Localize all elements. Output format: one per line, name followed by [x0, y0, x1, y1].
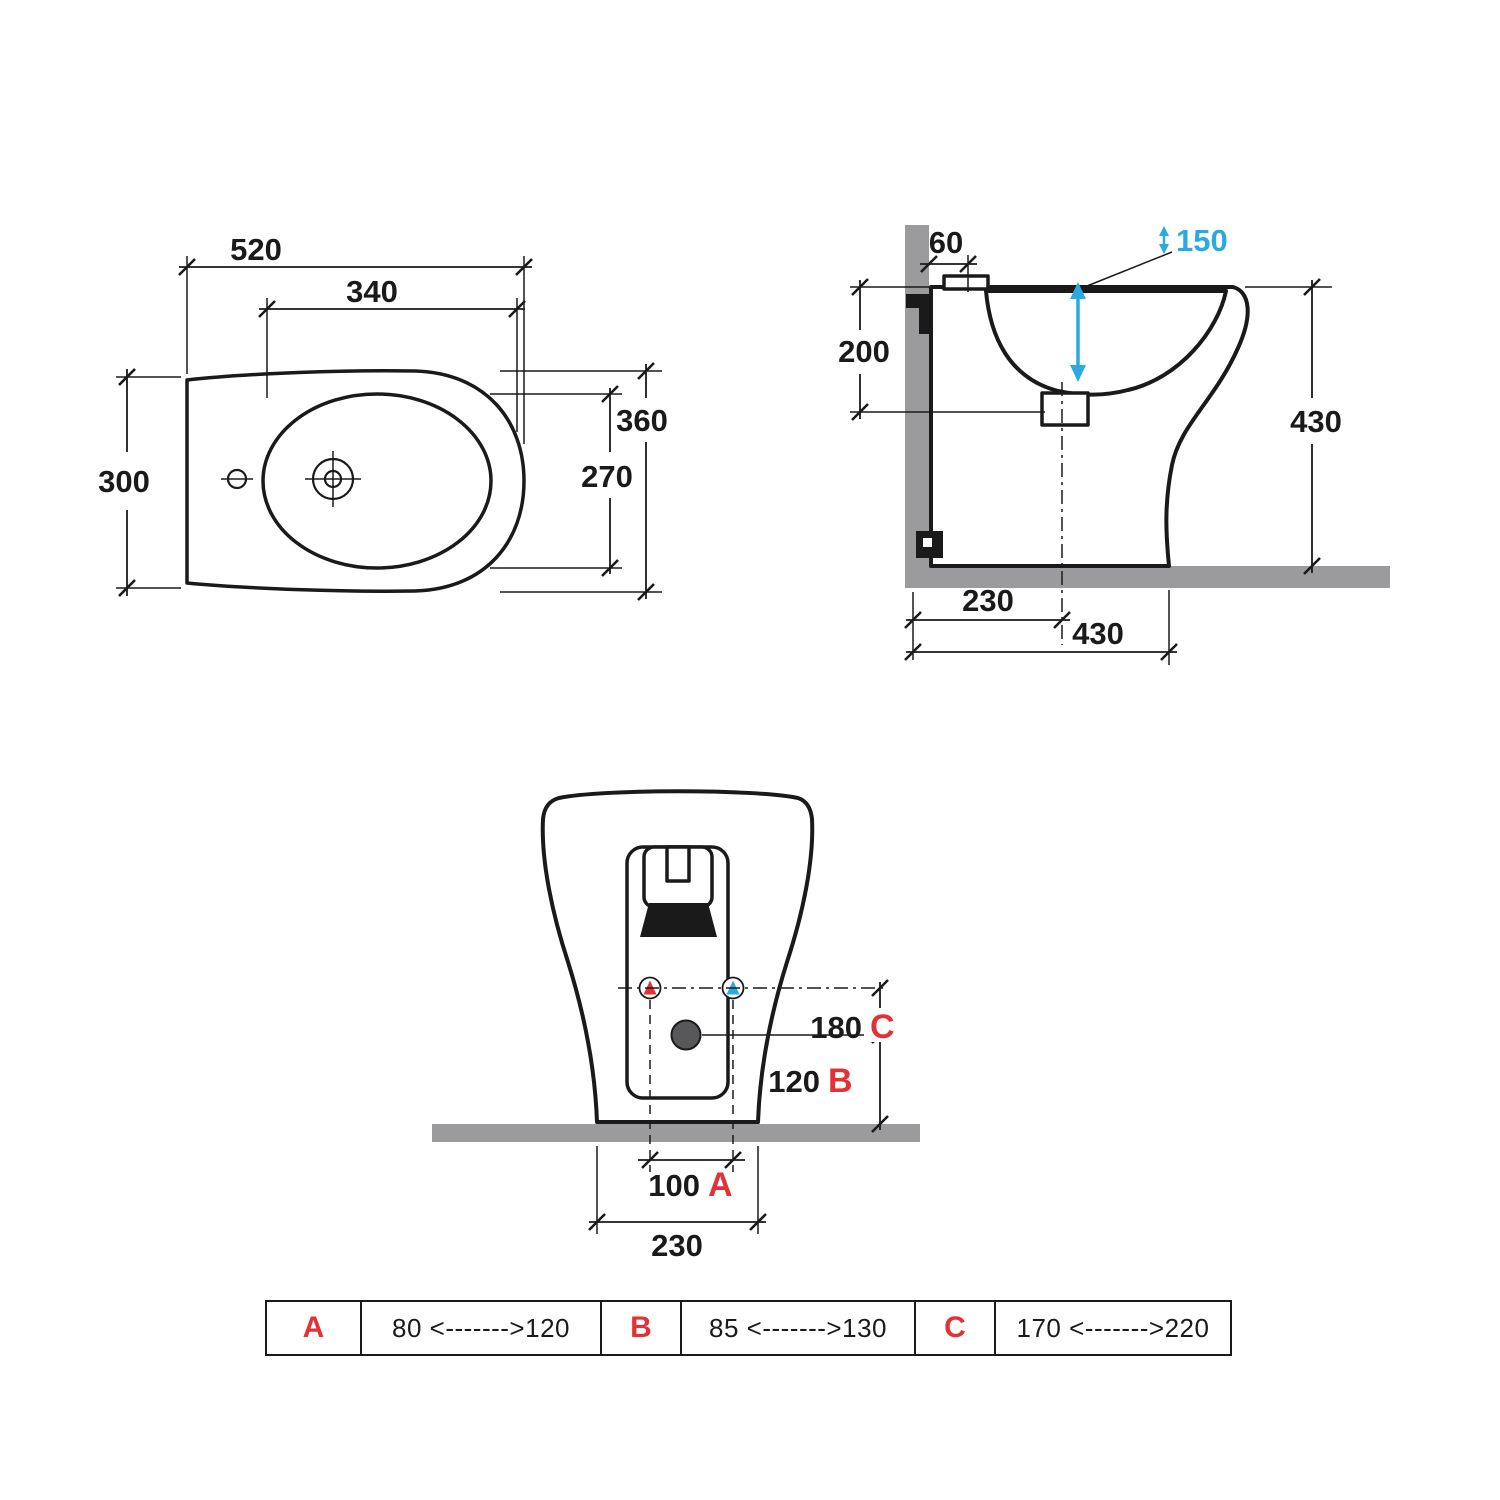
floor-front: [432, 1124, 920, 1142]
side-hole: [221, 468, 253, 490]
plan-dim-360: 360: [616, 403, 668, 438]
dim-100: 100 A: [638, 1151, 745, 1204]
side-dim-230: 230: [962, 583, 1014, 618]
table-key-a: A: [302, 1311, 325, 1344]
waste-outlet: [1040, 391, 1090, 427]
dim-230-waste: 230: [904, 583, 1071, 660]
wall-bracket: [906, 294, 930, 334]
front-dim-180: 180: [810, 1010, 862, 1045]
table-key-c: C: [914, 1302, 994, 1354]
plan-dim-300: 300: [98, 464, 150, 499]
table-range-c: 170 <------->220: [994, 1302, 1230, 1354]
front-bowl-lip: [640, 903, 717, 937]
dim-150-water-level: 150: [1070, 223, 1228, 382]
dim-200: 200: [838, 278, 1045, 421]
front-key-b: B: [828, 1062, 853, 1100]
front-tap-slot: [665, 845, 691, 883]
side-dim-150: 150: [1176, 223, 1228, 258]
bidet-bowl-rim: [261, 392, 493, 570]
floor-side: [905, 566, 1390, 588]
dim-270: 270: [490, 385, 633, 577]
bidet-bowl-section: [984, 289, 1228, 397]
table-range-a: 80 <------->120: [360, 1302, 600, 1354]
spec-table: A 80 <------->120 B 85 <------->130 C 17…: [265, 1300, 1232, 1356]
side-dim-60: 60: [929, 225, 963, 260]
front-key-a: A: [708, 1166, 733, 1204]
front-dim-100: 100: [648, 1168, 700, 1203]
plan-dim-340: 340: [346, 274, 398, 309]
front-dim-230: 230: [651, 1228, 703, 1263]
front-dim-120: 120: [768, 1064, 820, 1099]
tap-hole: [305, 451, 361, 507]
floor-fixing: [916, 531, 943, 558]
side-dim-430-height: 430: [1290, 404, 1342, 439]
dim-180-120: 180 C 120 B: [768, 979, 908, 1133]
front-view: 180 C 120 B 100 A 230: [432, 789, 920, 1263]
wall: [905, 225, 929, 566]
waste-hole: [670, 1019, 702, 1051]
side-view: 60 150 200: [838, 223, 1390, 665]
dim-360: 360: [500, 362, 668, 601]
table-range-b: 85 <------->130: [680, 1302, 914, 1354]
tap-boss: [942, 274, 990, 291]
drawing-svg: 520 340 300 270: [98, 223, 1390, 1263]
dim-230-base: 230: [588, 1146, 767, 1263]
side-dim-200: 200: [838, 334, 890, 369]
side-dim-430-depth: 430: [1072, 616, 1124, 651]
dim-430-height: 430: [1245, 278, 1342, 575]
dim-520: 520: [178, 232, 533, 444]
dim-300: 300: [98, 368, 181, 597]
dim-60: 60: [920, 225, 977, 292]
table-key-b: B: [600, 1302, 680, 1354]
dim-430-depth: 430: [904, 590, 1178, 665]
plan-view: 520 340 300 270: [98, 232, 668, 601]
plan-dim-270: 270: [581, 459, 633, 494]
front-key-c: C: [870, 1008, 895, 1046]
plan-dim-520: 520: [230, 232, 282, 267]
double-arrow-icon: [1159, 226, 1169, 254]
dim-340: 340: [258, 274, 526, 432]
